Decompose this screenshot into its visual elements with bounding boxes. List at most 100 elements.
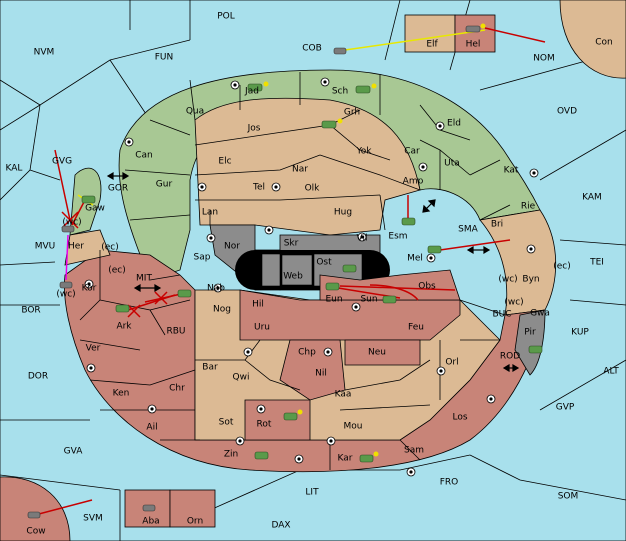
label-amp: Amp [403, 177, 424, 187]
unit-fleet[interactable] [61, 225, 75, 233]
label-cob: COB [302, 44, 322, 54]
province-orn[interactable] [169, 489, 216, 528]
label-skr: Skr [284, 239, 299, 249]
label-pir: Pir [524, 328, 536, 338]
label-gvp: GVP [556, 403, 575, 413]
convoy-order [65, 234, 69, 281]
failed-orders [61, 211, 168, 318]
province-pir[interactable] [514, 309, 546, 376]
label-hel: Hel [466, 40, 481, 50]
label-qua: Qua [186, 107, 204, 117]
coast-tag: (ec) [553, 262, 571, 272]
label-bri: Bri [491, 220, 503, 230]
coast-labels: (wc) (ec) (ec) (wc) (wc) (ec) (wc) [56, 218, 570, 308]
label-ost: Ost [316, 258, 332, 268]
label-ken: Ken [113, 389, 130, 399]
unit-army[interactable] [355, 83, 377, 94]
move-order [484, 27, 546, 43]
label-hil: Hil [252, 300, 264, 310]
region-south-red [64, 249, 546, 473]
label-jos: Jos [247, 124, 261, 134]
label-kar: Kar [338, 454, 353, 464]
label-alt: ALT [603, 367, 619, 377]
unit-army[interactable] [359, 451, 379, 463]
unit-army[interactable] [325, 282, 340, 291]
unit-fleet[interactable] [465, 23, 486, 33]
label-nog: Nog [213, 305, 231, 315]
label-sam: Sam [404, 446, 424, 456]
label-aba: Aba [142, 517, 159, 527]
unit-fleet[interactable] [142, 504, 156, 512]
label-esm: Esm [388, 232, 407, 242]
label-som: SOM [558, 492, 579, 502]
label-zin: Zin [224, 450, 238, 460]
label-mel: Mel [407, 254, 423, 264]
move-order [54, 149, 71, 221]
label-neu: Neu [368, 348, 386, 358]
label-can: Can [135, 151, 153, 161]
label-gwa: Gwa [530, 309, 550, 319]
unit-fleet[interactable] [59, 281, 73, 289]
unit-army[interactable] [115, 304, 130, 313]
unit-army[interactable] [283, 409, 303, 421]
label-vil: Vil [357, 234, 368, 244]
unit-army[interactable] [81, 195, 96, 204]
label-rie: Rie [521, 202, 536, 212]
label-orl: Orl [445, 358, 458, 368]
label-web: Web [283, 272, 303, 282]
label-mou: Mou [344, 422, 363, 432]
label-gaw: Gaw [85, 204, 105, 214]
orders [34, 27, 546, 516]
unit-fleet[interactable] [27, 511, 41, 519]
label-sma: SMA [458, 225, 478, 235]
unit-army[interactable] [427, 245, 442, 254]
label-dor: DOR [28, 372, 48, 382]
unit-army[interactable] [254, 451, 269, 460]
coast-tag: (wc) [498, 275, 517, 285]
move-order [71, 199, 86, 226]
unit-fleet[interactable] [333, 47, 347, 55]
label-jad: Jad [244, 87, 259, 97]
label-her: Her [68, 242, 84, 252]
label-buc: BUC [492, 310, 511, 320]
unit-army[interactable] [321, 118, 343, 129]
label-obs: Obs [418, 282, 436, 292]
province-neu[interactable] [344, 339, 421, 366]
label-fun: FUN [155, 53, 174, 63]
label-feu: Feu [408, 323, 424, 333]
passage-arrows [106, 171, 520, 373]
label-hug: Hug [334, 208, 352, 218]
label-bar: Bar [202, 363, 218, 373]
label-sch: Sch [332, 87, 348, 97]
province-skr-inner[interactable] [261, 253, 281, 287]
province-web[interactable] [281, 254, 313, 286]
province-rot[interactable] [244, 399, 311, 441]
coast-tag: (ec) [108, 266, 126, 276]
move-order [369, 284, 419, 301]
label-kat: Kat [504, 166, 519, 176]
label-grh: Grh [344, 108, 360, 118]
label-elc: Elc [218, 157, 231, 167]
unit-army[interactable] [382, 295, 397, 304]
province-elf[interactable] [404, 14, 456, 53]
unit-army[interactable] [342, 264, 357, 273]
label-kam: KAM [582, 193, 602, 203]
label-uru: Uru [254, 323, 270, 333]
coast-tag: (wc) [504, 298, 523, 308]
label-dax: DAX [271, 521, 290, 531]
coast-tag: (wc) [62, 218, 81, 228]
supply-centers [84, 77, 539, 477]
unit-army[interactable] [528, 345, 543, 354]
unit-army[interactable] [401, 217, 416, 226]
label-rod: ROD [500, 352, 520, 362]
unit-army[interactable] [247, 81, 269, 92]
label-ver: Ver [86, 344, 101, 354]
unit-army[interactable] [177, 289, 192, 298]
province-obs-sun[interactable] [319, 269, 461, 301]
label-gvg: GVG [52, 157, 72, 167]
label-sun: Sun [360, 295, 377, 305]
label-kaa: Kaa [335, 390, 352, 400]
label-nom: NOM [533, 54, 555, 64]
coast-tag: (wc) [56, 290, 75, 300]
